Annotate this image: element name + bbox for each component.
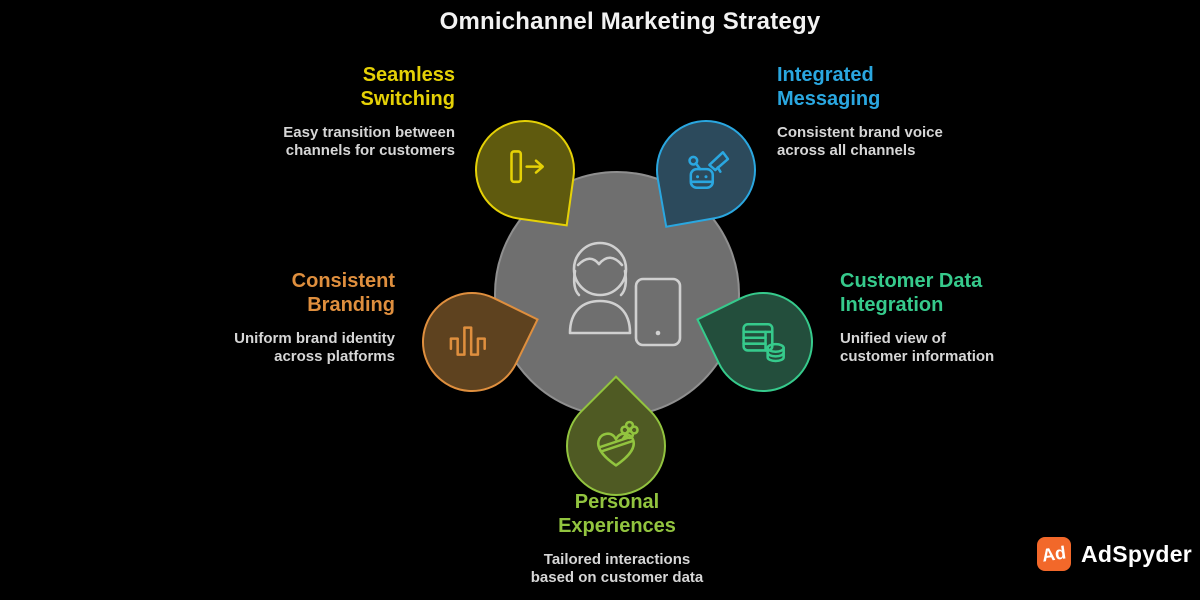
waveform-icon	[449, 326, 486, 356]
heading-line: Personal	[574, 491, 660, 513]
petal-personal-experiences	[545, 375, 687, 517]
petal-consistent-branding	[405, 275, 539, 409]
heading-line: Experiences	[558, 515, 676, 537]
desc-line: channels for customers	[285, 141, 455, 159]
node-description: Easy transition between channels for cus…	[205, 124, 455, 159]
channel-switch-arrow-icon	[510, 150, 544, 184]
heading-line: Consistent	[291, 270, 395, 292]
heading-line: Customer Data	[840, 270, 983, 292]
desc-line: customer information	[840, 347, 995, 365]
desc-line: Consistent brand voice	[777, 124, 943, 141]
adspyder-monogram: Ad	[1040, 541, 1068, 566]
adspyder-logo-icon: Ad	[1037, 537, 1071, 571]
label-consistent-branding: Consistent Branding Uniform brand identi…	[145, 269, 395, 365]
petal-seamless-switching	[468, 113, 582, 227]
heading-line: Branding	[307, 294, 395, 316]
customer-with-device-icon	[568, 241, 682, 347]
desc-line: Tailored interactions	[543, 551, 691, 568]
desc-line: based on customer data	[530, 568, 704, 586]
petal-icon-wrap	[445, 315, 499, 369]
heading-line: Messaging	[777, 88, 881, 110]
heading-line: Switching	[360, 88, 455, 110]
adspyder-logo: Ad AdSpyder	[1037, 537, 1192, 571]
node-heading: Personal Experiences	[467, 490, 767, 538]
node-heading: Seamless Switching	[205, 63, 455, 111]
node-heading: Customer Data Integration	[840, 269, 1120, 317]
node-description: Unified view of customer information	[840, 330, 1120, 365]
label-customer-data-integration: Customer Data Integration Unified view o…	[840, 269, 1120, 365]
petal-icon-wrap	[736, 315, 790, 369]
node-description: Tailored interactions based on customer …	[467, 551, 767, 586]
petal-icon-wrap	[679, 143, 733, 197]
robot-megaphone-icon	[688, 151, 730, 189]
petal-icon-wrap	[498, 143, 552, 197]
heart-gift-icon	[597, 420, 639, 467]
label-seamless-switching: Seamless Switching Easy transition betwe…	[205, 63, 455, 159]
desc-line: Unified view of	[840, 330, 946, 347]
desc-line: across platforms	[274, 347, 395, 365]
desc-line: across all channels	[777, 141, 916, 159]
node-heading: Integrated Messaging	[777, 63, 1047, 111]
adspyder-wordmark: AdSpyder	[1081, 540, 1193, 567]
heading-line: Seamless	[362, 64, 455, 86]
label-personal-experiences: Personal Experiences Tailored interactio…	[467, 490, 767, 586]
page-title: Omnichannel Marketing Strategy	[439, 8, 821, 35]
node-description: Uniform brand identity across platforms	[145, 330, 395, 365]
heading-line: Integrated	[777, 64, 874, 86]
label-integrated-messaging: Integrated Messaging Consistent brand vo…	[777, 63, 1047, 159]
heading-line: Integration	[840, 294, 944, 316]
desc-line: Uniform brand identity	[234, 330, 395, 347]
petal-customer-data-integration	[696, 275, 830, 409]
desc-line: Easy transition between	[283, 124, 455, 141]
petal-icon-wrap	[589, 419, 643, 473]
node-description: Consistent brand voice across all channe…	[777, 124, 1047, 159]
node-heading: Consistent Branding	[145, 269, 395, 317]
petal-integrated-messaging	[648, 112, 764, 228]
table-database-icon	[742, 323, 785, 363]
